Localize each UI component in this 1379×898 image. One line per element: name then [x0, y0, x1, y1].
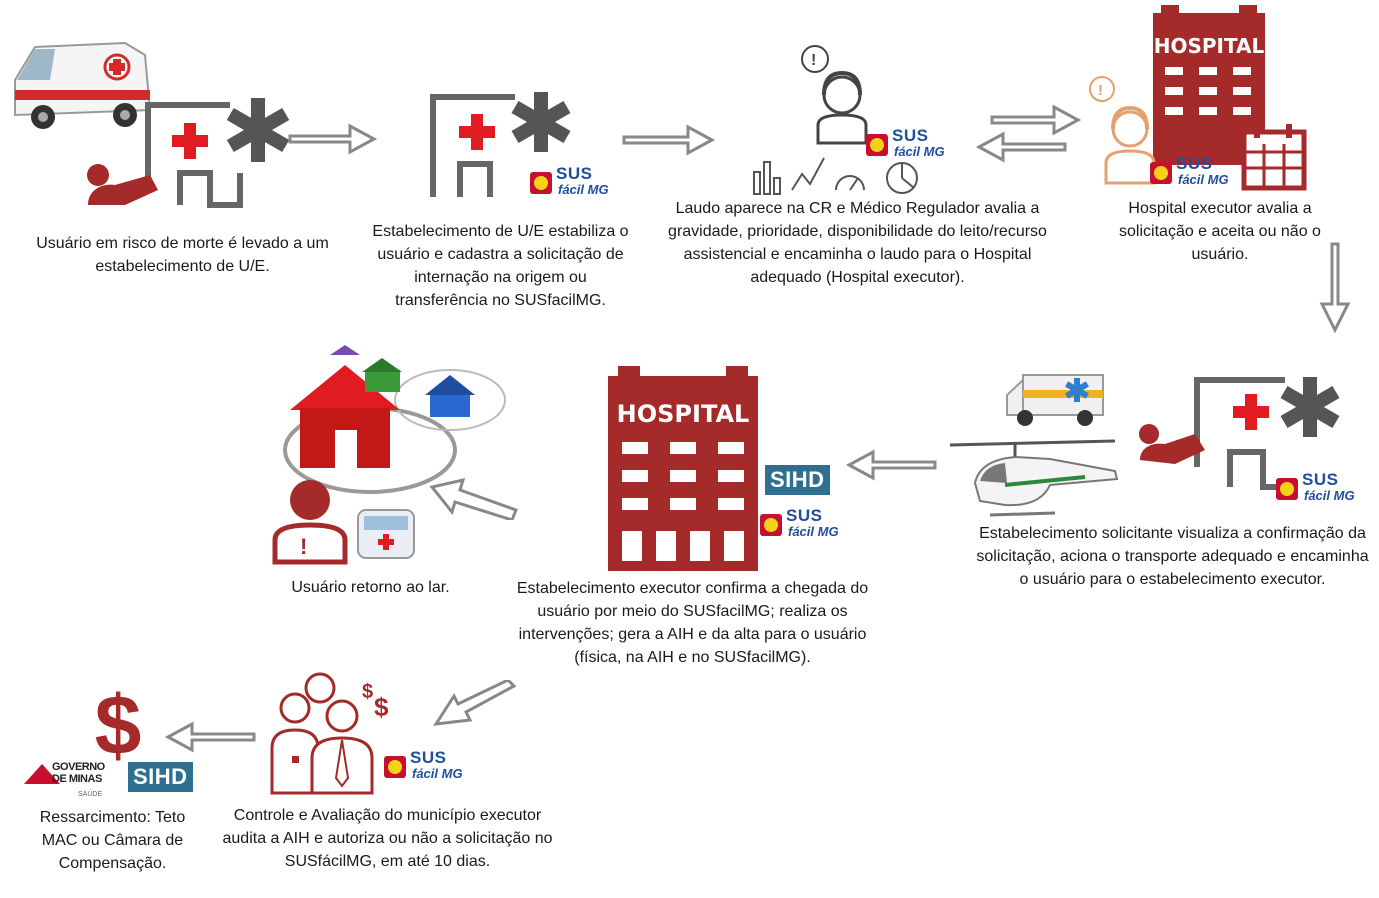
sus-facil-logo: SUS fácil MG [1276, 470, 1360, 510]
sus-facil-logo: SUS fácil MG [384, 748, 468, 788]
caption-step-1: Usuário em risco de morte é levado a um … [36, 235, 329, 275]
sus-facil-logo: SUS fácil MG [1150, 154, 1234, 194]
flow-arrow-3-left [975, 130, 1067, 169]
svg-text:$: $ [95, 678, 142, 766]
svg-text:!: ! [300, 534, 307, 559]
caption-step-8: Controle e Avaliação do município execut… [222, 807, 553, 870]
auditors-icon: $ $ [270, 668, 400, 803]
svg-text:$: $ [374, 692, 389, 722]
ambulance-icon [1005, 370, 1105, 435]
flow-arrow-1 [288, 122, 378, 161]
caption-step-6: Estabelecimento executor confirma a cheg… [516, 580, 869, 666]
health-unit-icon [80, 95, 300, 220]
svg-text:HOSPITAL: HOSPITAL [617, 400, 750, 428]
sus-facil-logo: SUS fácil MG [530, 164, 614, 204]
hospital-icon: HOSPITAL [608, 366, 758, 576]
flow-arrow-5 [845, 448, 937, 487]
helicopter-icon [945, 435, 1125, 530]
calendar-icon [1240, 122, 1310, 197]
caption-step-5: Estabelecimento solicitante visualiza a … [976, 525, 1369, 588]
governo-minas-logo: GOVERNO DE MINAS SAÚDE [22, 760, 112, 804]
caption-step-4: Hospital executor avalia a solicitação e… [1119, 200, 1321, 263]
flow-arrow-7 [432, 678, 517, 733]
flow-arrow-4-down [1318, 242, 1352, 339]
ambulance-icon [5, 35, 155, 140]
svg-text:!: ! [811, 52, 816, 69]
sus-facil-logo: SUS fácil MG [866, 126, 950, 166]
caption-step-9: Ressarcimento: Teto MAC ou Câmara de Com… [39, 809, 186, 872]
sihd-logo: SIHD [765, 465, 830, 495]
caption-step-2: Estabelecimento de U/E estabiliza o usuá… [372, 223, 629, 309]
health-unit-icon [425, 92, 585, 212]
flow-arrow-6 [428, 470, 520, 525]
home-icon: ! [270, 340, 510, 585]
regulator-icon: ! [1080, 75, 1160, 190]
flow-arrow-3-right [990, 103, 1082, 142]
regulator-icon: ! [790, 45, 880, 150]
svg-text:!: ! [1098, 82, 1103, 99]
sihd-logo: SIHD [128, 762, 193, 792]
patient-icon [1135, 372, 1355, 497]
title-fragment [600, 0, 840, 6]
sus-facil-logo: SUS fácil MG [760, 506, 844, 546]
flow-arrow-2 [622, 123, 717, 162]
caption-step-3: Laudo aparece na CR e Médico Regulador a… [668, 200, 1047, 286]
caption-step-7: Usuário retorno ao lar. [291, 579, 450, 596]
flow-arrow-8 [164, 720, 256, 759]
money-icon: $ [88, 676, 148, 772]
stats-icon [752, 152, 922, 202]
svg-text:HOSPITAL: HOSPITAL [1154, 34, 1265, 58]
svg-text:$: $ [362, 681, 373, 703]
